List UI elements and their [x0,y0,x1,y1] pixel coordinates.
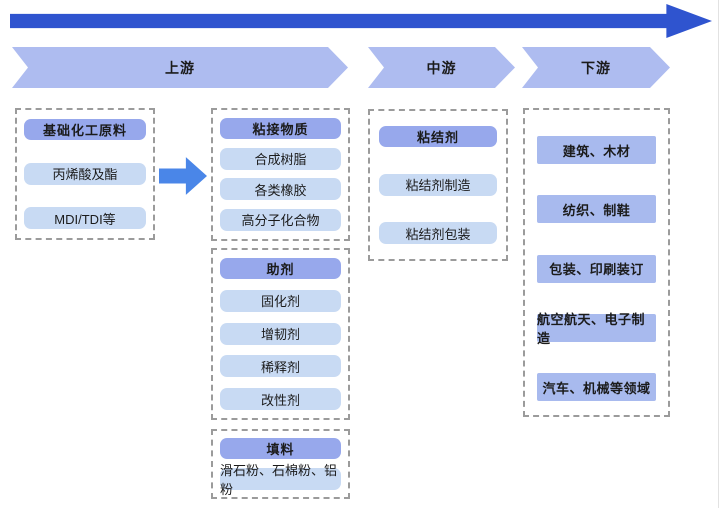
stage-label-upstream: 上游 [165,59,195,76]
group-bonding-substances: 粘接物质 合成树脂 各类橡胶 高分子化合物 [211,108,350,241]
node-synthetic-resin: 合成树脂 [220,147,341,170]
group-adhesive-midstream: 粘结剂 粘结剂制造 粘结剂包装 [368,109,508,261]
group-additives: 助剂 固化剂 增韧剂 稀释剂 改性剂 [211,248,350,420]
flow-arrow-icon [10,4,712,38]
node-textile-footwear: 纺织、制鞋 [537,195,656,224]
node-modifier: 改性剂 [220,388,341,410]
node-automotive-machinery-fields: 汽车、机械等领域 [537,373,656,401]
node-diluent: 稀释剂 [220,355,341,378]
node-talc-asbestos-aluminum-powder: 滑石粉、石棉粉、铝粉 [220,463,341,497]
group-downstream-applications: 建筑、木材 纺织、制鞋 包装、印刷装订 航空航天、电子制造 汽车、机械等领域 [523,108,670,417]
node-bonding-substances: 粘接物质 [220,118,341,139]
node-acrylic-acid-and-esters: 丙烯酸及酯 [24,162,146,185]
group-fillers: 填料 滑石粉、石棉粉、铝粉 [211,429,350,499]
stage-banner-upstream: 上游 [12,47,348,88]
node-curing-agent: 固化剂 [220,289,341,312]
node-polymer-compounds: 高分子化合物 [220,208,341,231]
node-packaging-printing-binding: 包装、印刷装订 [537,254,656,283]
node-additives: 助剂 [220,258,341,279]
stage-connector-arrow-icon [159,157,207,195]
node-fillers: 填料 [220,438,341,459]
node-adhesive: 粘结剂 [379,126,497,147]
node-construction-wood: 建筑、木材 [537,136,656,164]
node-adhesive-manufacturing: 粘结剂制造 [379,173,497,196]
node-aerospace-electronics-manufacturing: 航空航天、电子制造 [537,312,656,346]
node-rubbers: 各类橡胶 [220,178,341,201]
node-mdi-tdi: MDI/TDI等 [24,207,146,229]
group-basic-chemical-raw-materials: 基础化工原料 丙烯酸及酯 MDI/TDI等 [15,108,155,240]
node-adhesive-packaging: 粘结剂包装 [379,222,497,244]
stage-banner-midstream: 中游 [368,47,515,88]
stage-banner-downstream: 下游 [522,47,670,88]
stage-label-downstream: 下游 [581,59,611,76]
node-toughening-agent: 增韧剂 [220,322,341,345]
node-basic-chemical-raw-materials: 基础化工原料 [24,119,146,140]
stage-label-midstream: 中游 [426,59,457,76]
